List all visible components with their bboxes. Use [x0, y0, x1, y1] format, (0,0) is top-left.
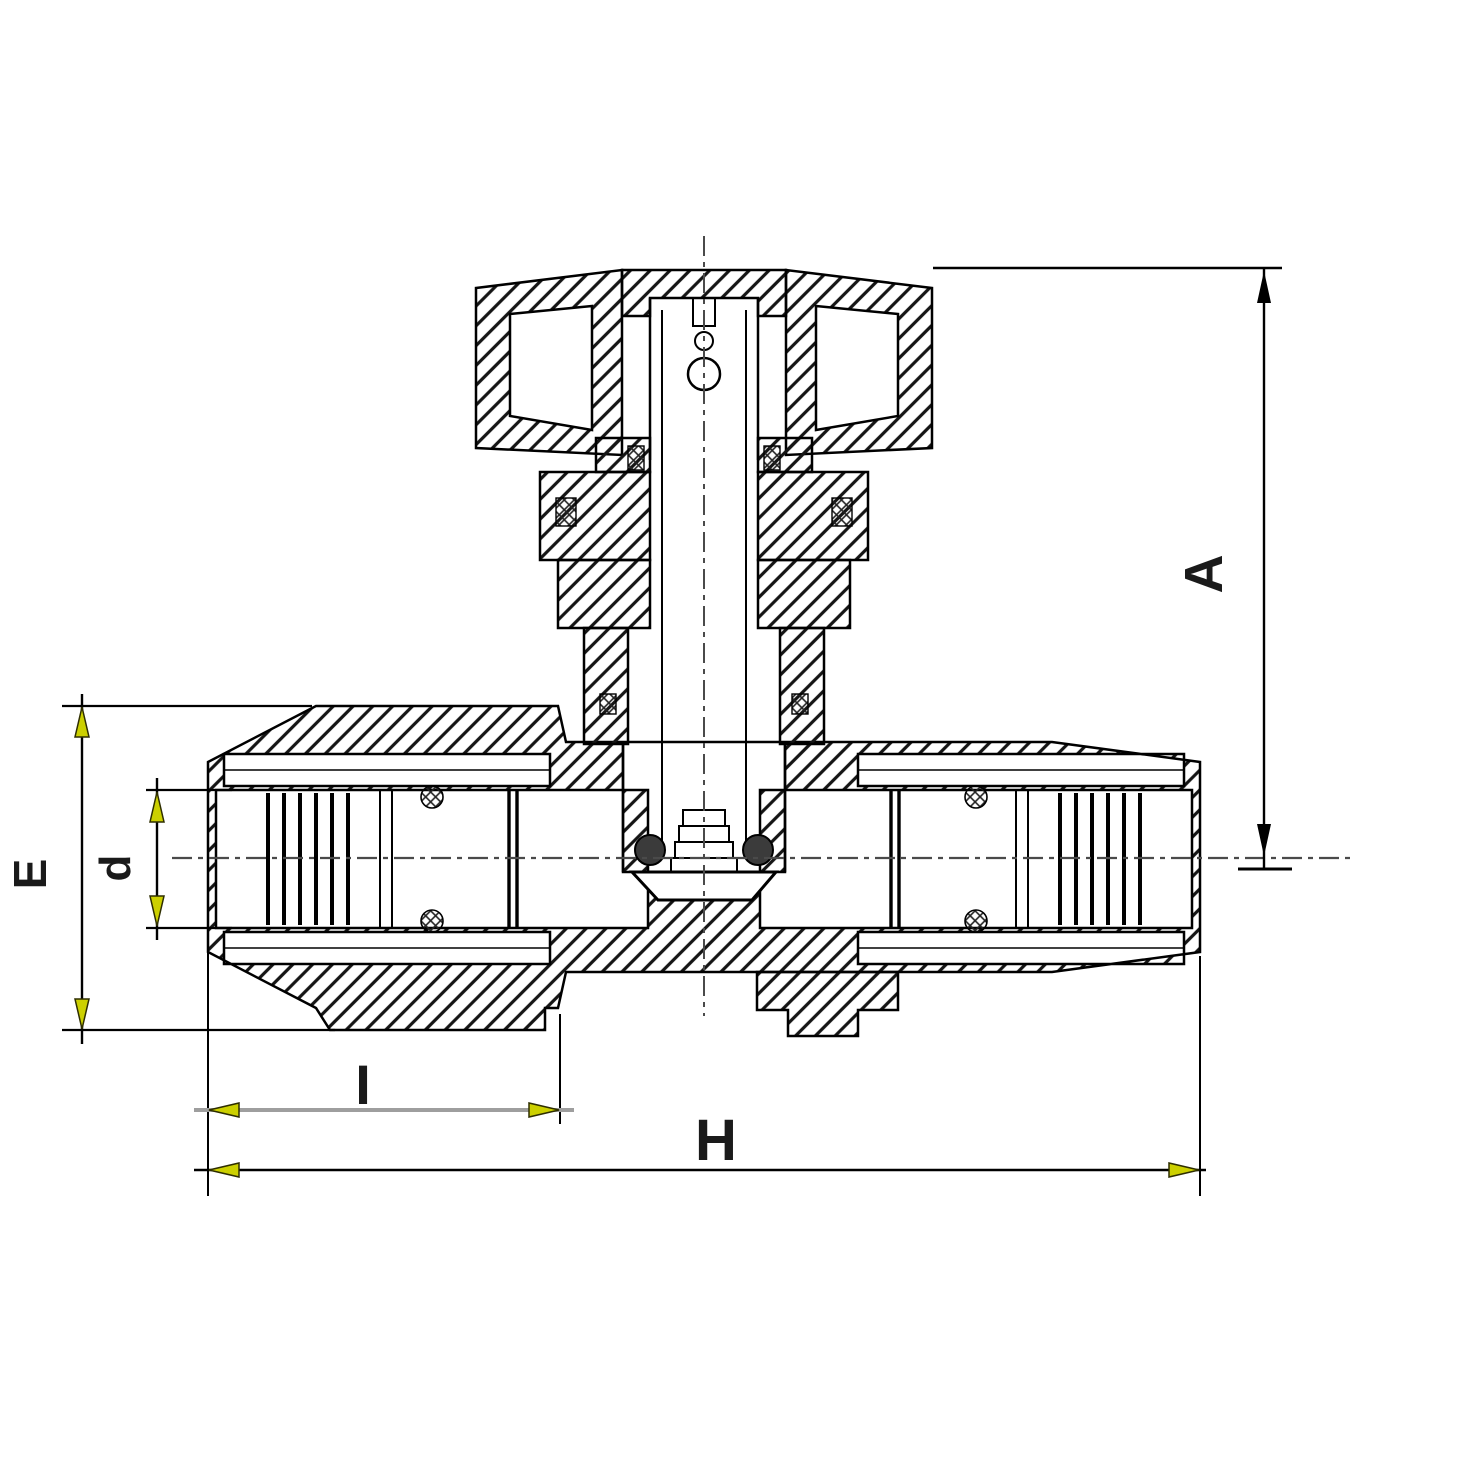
dim-A-arrow-down — [1257, 824, 1271, 856]
dim-E-arrow-down — [74, 998, 90, 1030]
dim-I-arrow-left — [208, 1102, 240, 1118]
bonnet-seal-low-left — [599, 693, 617, 715]
body-bottom-step — [755, 970, 900, 1038]
dim-d-arrow-down — [149, 895, 165, 927]
handle-left-wing — [474, 268, 624, 457]
bonnet-column-right — [778, 626, 826, 746]
dim-label-d: d — [91, 855, 140, 882]
bonnet-seal-low-right — [791, 693, 809, 715]
bonnet — [538, 436, 870, 746]
bonnet-seal-mid-left — [555, 497, 577, 527]
dim-A-arrow-up — [1257, 271, 1271, 303]
dim-E-arrow-up — [74, 706, 90, 738]
right-oring-top — [964, 785, 988, 809]
dim-label-A: A — [1174, 555, 1234, 594]
dim-label-I: I — [355, 1053, 371, 1116]
dim-label-H: H — [695, 1108, 737, 1173]
dimension-A: A — [933, 266, 1292, 871]
dim-H-arrow-left — [208, 1162, 240, 1178]
bonnet-column-left — [582, 626, 630, 746]
seat-bowl — [628, 870, 780, 902]
plug-seal-left — [634, 834, 666, 866]
left-oring-top — [420, 785, 444, 809]
bonnet-seal-top-left — [627, 445, 645, 471]
bonnet-seal-top-right — [763, 445, 781, 471]
plug-seal-right — [742, 834, 774, 866]
dimension-H: H — [194, 956, 1206, 1196]
left-split-ring — [379, 790, 393, 928]
bonnet-seal-mid-right — [831, 497, 853, 527]
dimension-I: I — [194, 952, 574, 1196]
dim-I-arrow-right — [528, 1102, 560, 1118]
bonnet-step3-right — [756, 558, 852, 630]
dim-label-E: E — [4, 859, 56, 890]
right-oring-bottom — [964, 909, 988, 933]
dimension-d: d — [91, 778, 232, 940]
dimension-E: E — [4, 694, 335, 1044]
dim-d-arrow-up — [149, 791, 165, 823]
bonnet-step3-left — [556, 558, 652, 630]
handle-right-wing — [784, 268, 934, 457]
left-oring-bottom — [420, 909, 444, 933]
dim-H-arrow-right — [1168, 1162, 1200, 1178]
